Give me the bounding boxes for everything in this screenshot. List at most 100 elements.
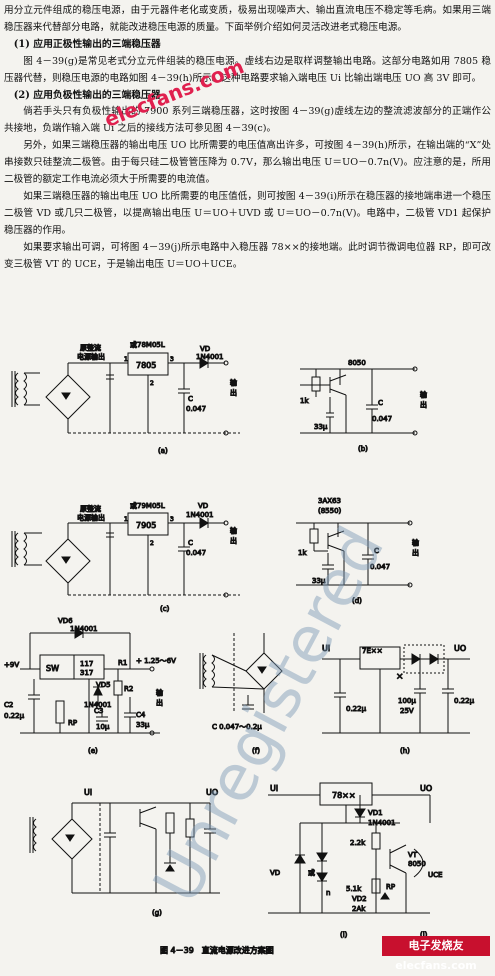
- a-ic-text: 7805: [136, 361, 156, 370]
- b-out2: 出: [420, 400, 427, 409]
- d-transistor1: 3AX63: [318, 497, 341, 505]
- paragraph-negative-regulator: 倘若手头只有负极性输出的 7900 系列三端稳压器，这时按图 4－39(g)虚线…: [4, 106, 491, 135]
- h-ic: 7E××: [362, 647, 383, 655]
- c-source-label2: 电源输出: [77, 513, 105, 522]
- a-out2: 出: [230, 388, 237, 397]
- e-c4-val: 33μ: [136, 721, 150, 729]
- a-cap-val: 0.047: [186, 405, 206, 413]
- b-resistor: 1k: [300, 397, 309, 405]
- h-uo: UO: [454, 644, 466, 653]
- j-uce: UCE: [428, 871, 442, 879]
- e-vd6-part: 1N4001: [70, 625, 98, 633]
- e-out1: 输: [156, 688, 163, 697]
- d-cap1: 33μ: [312, 577, 326, 585]
- e-label: (e): [88, 747, 98, 755]
- a-source-label2: 电源输出: [77, 352, 105, 361]
- c-cap-val: 0.047: [186, 549, 206, 557]
- panel-c: [11, 512, 240, 598]
- i-label: (i): [340, 931, 348, 939]
- c-pin2: 2: [150, 540, 154, 547]
- c-pin3: 3: [170, 516, 174, 523]
- j-vd2: VD2: [352, 895, 367, 903]
- e-sw: SW: [46, 664, 59, 673]
- c-vd-part: 1N4001: [186, 511, 214, 519]
- i-vd1: VD1: [368, 809, 383, 817]
- j-vt-part: 8050: [408, 860, 426, 868]
- h-ui: Ui: [322, 644, 330, 653]
- c-pin1: 1: [124, 516, 128, 523]
- c-cap: C: [188, 539, 193, 547]
- g-uo: UO: [206, 788, 218, 797]
- panel-f: [199, 633, 283, 713]
- b-cap2: C: [378, 399, 383, 407]
- e-c3-val: 10μ: [96, 723, 110, 731]
- a-pin3: 3: [170, 356, 174, 363]
- h-c1: 100μ: [398, 697, 416, 705]
- i-ic: 78××: [332, 791, 356, 800]
- b-label: (b): [358, 445, 368, 453]
- c-ic-name: 或79M05L: [130, 501, 165, 510]
- j-label: (j): [420, 931, 428, 939]
- e-vout: + 1.25～6V: [136, 657, 176, 665]
- e-r2: R2: [124, 685, 133, 693]
- g-ui: Ui: [84, 788, 92, 797]
- panel-ij: [268, 782, 431, 914]
- c-source-label1: 原整流: [80, 504, 101, 513]
- h-c1-val: 25V: [400, 707, 414, 715]
- e-c4: C4: [136, 711, 146, 719]
- panel-d: [296, 520, 413, 588]
- b-cap2-val: 0.047: [372, 415, 392, 423]
- a-vd-part: 1N4001: [196, 353, 224, 361]
- b-out1: 输: [420, 390, 427, 399]
- circuit-figure: 原整流 电源输出 或78M05L 7805 1 2 3 VD 1N4001 C …: [0, 333, 495, 961]
- e-out2: 出: [156, 698, 163, 707]
- j-r1: 2.2k: [350, 839, 366, 847]
- a-out1: 输: [230, 378, 237, 387]
- a-ic-name: 或78M05L: [130, 340, 165, 349]
- e-vin: +9V: [4, 661, 19, 669]
- e-vd6: VD6: [58, 617, 73, 625]
- panel-g: [29, 802, 220, 894]
- e-rp: RP: [68, 719, 77, 727]
- panel-b: [300, 366, 418, 436]
- e-c2: C2: [4, 701, 13, 709]
- i-vd: VD: [270, 869, 280, 877]
- e-c3: C3: [94, 707, 103, 715]
- e-c2-val: 0.22μ: [4, 712, 25, 720]
- d-label: (d): [352, 597, 362, 605]
- f-label: (f): [252, 747, 260, 755]
- c-out2: 出: [230, 536, 237, 545]
- d-out1: 输: [412, 538, 419, 547]
- d-out2: 出: [412, 548, 419, 557]
- article-text: 用分立元件组成的稳压电源，由于元器件老化或变质，极易出现噪声大、输出直流电压不稳…: [4, 3, 491, 274]
- c-label: (c): [160, 605, 170, 613]
- d-cap2-val: 0.047: [370, 563, 390, 571]
- d-transistor2: (8550): [318, 507, 342, 515]
- a-source-label1: 原整流: [80, 343, 101, 352]
- figure-caption: 图 4－39 直流电源改进方案图: [160, 945, 274, 955]
- panel-h: [322, 644, 470, 734]
- a-vd: VD: [200, 345, 210, 353]
- e-ic2: 317: [80, 669, 93, 677]
- paragraph-series-diodes: 另外，如果三端稳压器的输出电压 UO 比所需要的电压值高出许多，可按图 4－39…: [4, 140, 491, 186]
- i-vd-n: n: [326, 889, 330, 897]
- e-vd5: VD5: [96, 681, 111, 689]
- i-uo: UO: [420, 784, 432, 793]
- paragraph-positive-regulator: 图 4－39(g)是常见老式分立元件组装的稳压电源。虚线右边是取样调整输出电路。…: [4, 55, 491, 84]
- panel-a: [11, 352, 240, 436]
- intro-paragraph: 用分立元件组成的稳压电源，由于元器件老化或变质，极易出现噪声大、输出直流电压不稳…: [4, 5, 491, 33]
- e-r1: R1: [118, 659, 127, 667]
- b-transistor: 8050: [348, 359, 366, 367]
- c-ic-text: 7905: [136, 521, 156, 530]
- a-pin1: 1: [124, 356, 128, 363]
- i-vd1-part: 1N4001: [368, 819, 396, 827]
- a-cap: C: [188, 395, 193, 403]
- paragraph-zener-raise: 如果三端稳压器的输出电压 UO 比所需要的电压值低，则可按图 4－39(i)所示…: [4, 190, 491, 236]
- j-rp: RP: [386, 883, 395, 891]
- b-cap1: 33μ: [314, 423, 328, 431]
- e-vd5-part: 1N4001: [84, 701, 112, 709]
- a-label: (a): [158, 447, 168, 455]
- c-out1: 输: [230, 526, 237, 535]
- g-label: (g): [152, 909, 162, 917]
- a-pin2: 2: [150, 380, 154, 387]
